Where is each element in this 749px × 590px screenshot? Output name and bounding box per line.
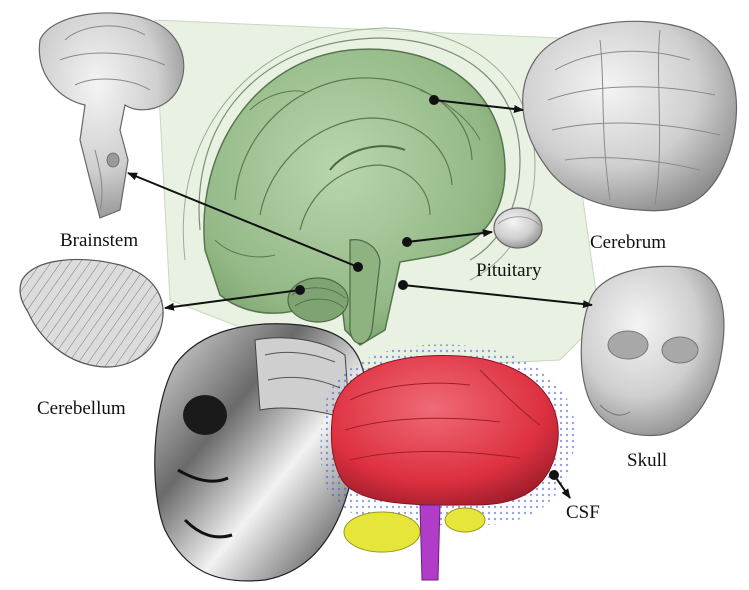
skull-model [581,266,724,435]
pituitary-label: Pituitary [476,261,541,280]
cerebellum-label: Cerebellum [37,399,126,418]
cerebrum-label: Cerebrum [590,233,666,252]
csf-label: CSF [566,503,600,522]
skull-label: Skull [627,451,667,470]
rendered-brain-csf [320,344,575,580]
rendered-cerebellum [344,512,420,552]
rendered-brainstem [420,505,440,580]
pituitary-model [494,208,542,248]
brainstem-label: Brainstem [60,231,138,250]
cerebellum-model [20,260,163,367]
